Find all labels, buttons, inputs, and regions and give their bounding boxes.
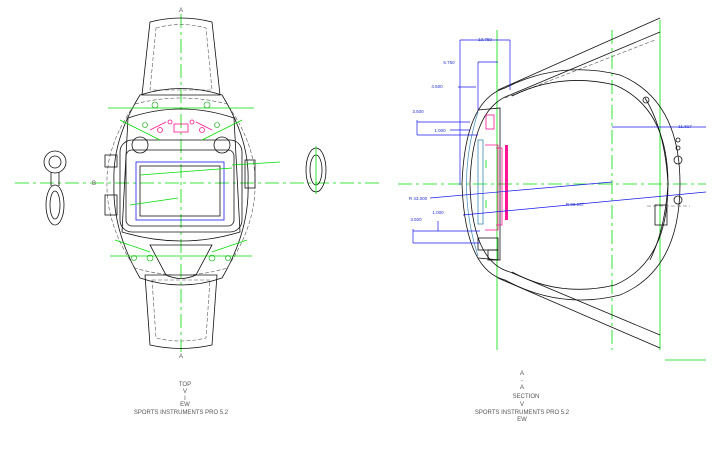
caption-line: EW xyxy=(180,402,190,408)
dimension-label: 1.000 xyxy=(432,210,444,215)
watch-case xyxy=(113,88,249,286)
band-arc xyxy=(504,69,681,301)
section-view: 13.750 6.750 4.500 3.500 1.000 R 43.000 … xyxy=(398,17,707,423)
button-side-part xyxy=(305,146,327,194)
section-marker-top: A xyxy=(179,8,183,14)
dimension-label: 4.500 xyxy=(431,84,443,89)
dimension-label: 13.750 xyxy=(478,37,492,42)
upper-strap xyxy=(141,17,221,96)
dimension-label: R 43.000 xyxy=(409,196,428,201)
dimension-label: 11.817 xyxy=(678,124,692,129)
caption-line: A xyxy=(520,371,524,377)
display-screen xyxy=(135,161,225,221)
dimension-label: R 99.067 xyxy=(566,202,585,207)
display-bezel xyxy=(119,139,243,233)
product-label: SPORTS INSTRUMENTS PRO 5.2 xyxy=(134,410,229,416)
caption-line: I xyxy=(184,396,186,402)
caption-line: V xyxy=(183,389,187,395)
product-label: SPORTS INSTRUMENTS PRO 5.2 xyxy=(475,410,570,416)
caption-line: - xyxy=(521,378,523,384)
caption-line: A xyxy=(520,385,524,391)
caption-line: EW xyxy=(517,417,527,423)
dimension-label: 3.500 xyxy=(412,109,424,114)
section-marker-bottom: A xyxy=(179,354,183,360)
caption-line: TOP xyxy=(179,382,191,388)
caption-line: V xyxy=(520,402,524,408)
caption-line: SECTION xyxy=(513,394,540,400)
strap-loop-part xyxy=(43,150,67,226)
case-profile xyxy=(461,87,506,281)
dimension-label: 3.500 xyxy=(410,217,422,222)
lower-button-cover xyxy=(149,244,213,279)
top-view: A A B TOP V I EW SPORTS INSTRUMENTS PRO … xyxy=(15,8,380,416)
lower-strap xyxy=(144,274,218,349)
dimension-label: 1.000 xyxy=(434,128,446,133)
dimension-label: 6.750 xyxy=(443,60,455,65)
section-marker-side: B xyxy=(92,181,96,187)
